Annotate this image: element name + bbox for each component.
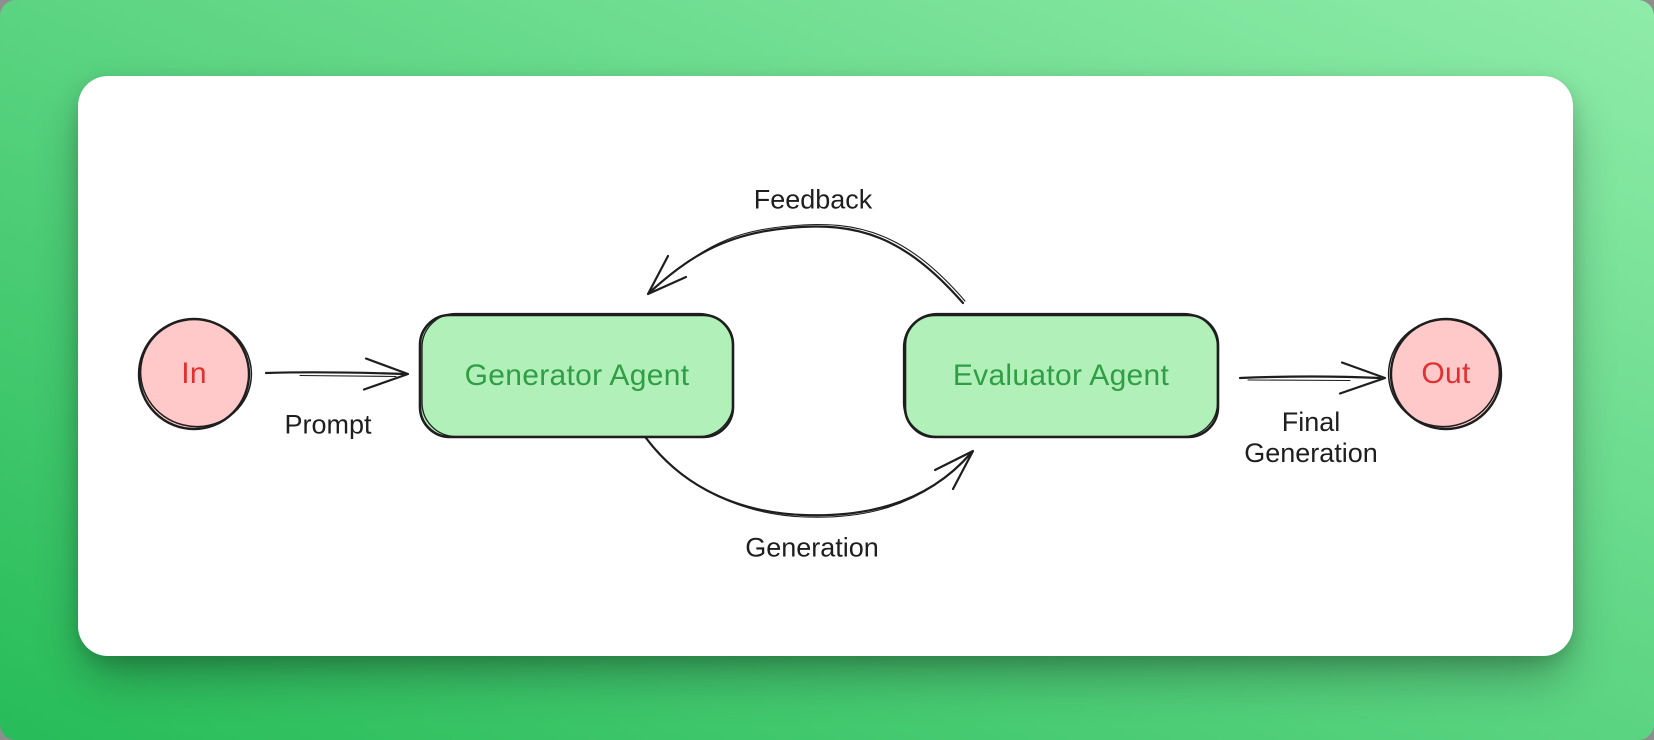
- final-generation-edge-label: Final Generation: [1244, 407, 1378, 469]
- evaluator-node-shape: [902, 312, 1220, 439]
- feedback-edge-label: Feedback: [753, 184, 873, 215]
- input-node-shape: [137, 317, 253, 431]
- final-generation-arrow: [1238, 361, 1387, 395]
- prompt-arrow: [264, 357, 410, 391]
- prompt-edge-label: Prompt: [284, 409, 372, 440]
- evaluator-node-label: Evaluator Agent: [952, 359, 1170, 392]
- output-node-shape: [1387, 317, 1503, 431]
- input-node-label: In: [181, 357, 207, 390]
- output-node-label: Out: [1421, 357, 1471, 390]
- generator-node-label: Generator Agent: [464, 359, 690, 392]
- generation-arrow: [644, 436, 975, 518]
- feedback-arrow: [646, 223, 966, 305]
- diagram-card: [78, 76, 1573, 656]
- final-generation-label-line1: Final: [1281, 407, 1341, 437]
- final-generation-label-line2: Generation: [1244, 438, 1378, 468]
- generation-edge-label: Generation: [745, 532, 879, 563]
- generator-node-shape: [418, 312, 735, 439]
